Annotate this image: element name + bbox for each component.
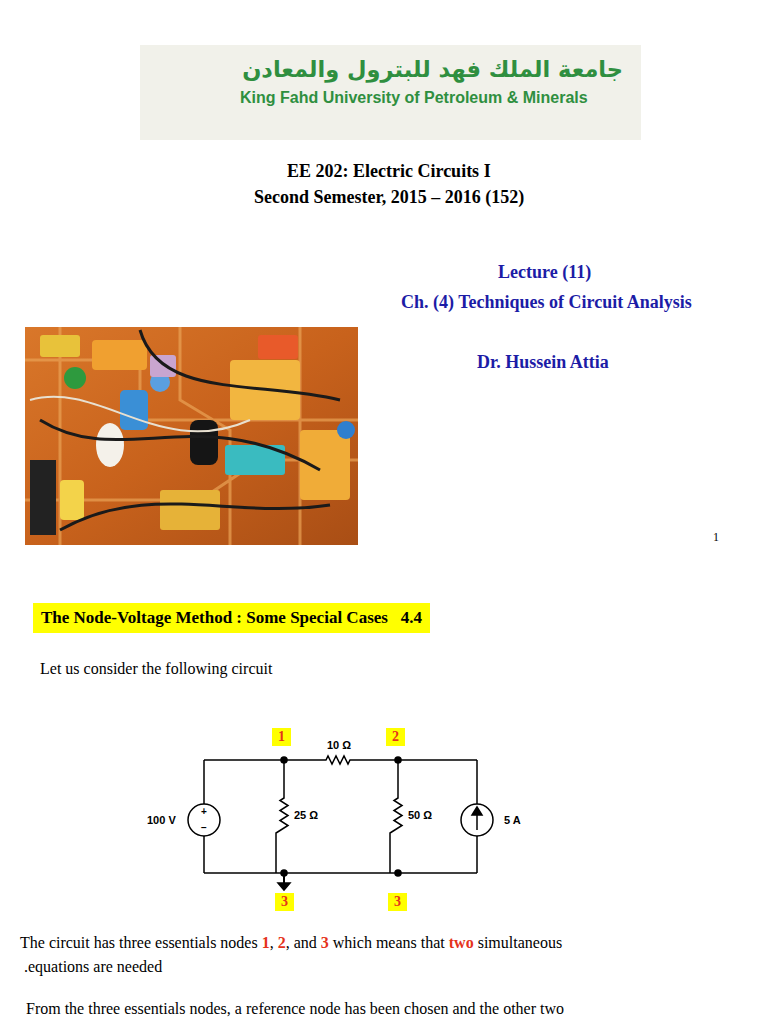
source-value: 100 V — [147, 814, 176, 827]
voltage-source-symbol — [188, 804, 220, 836]
highlighted-word: two — [449, 934, 474, 951]
reference-arrow-head — [278, 883, 290, 890]
circuit-board-photo-part — [300, 430, 350, 500]
junction-dot — [281, 757, 287, 763]
circuit-board-photo-part — [30, 397, 250, 432]
course-title: EE 202: Electric Circuits I — [287, 161, 491, 182]
body-text: .equations are needed — [24, 958, 162, 976]
lecturer-name: Dr. Hussein Attia — [477, 352, 609, 373]
node-number-box: 3 — [388, 893, 407, 911]
current-arrow-head — [472, 807, 482, 815]
circuit-board-photo — [25, 327, 358, 545]
wire — [204, 756, 477, 764]
circuit-board-photo-part — [30, 460, 56, 535]
university-logo-panel: جامعة الملك فهد للبترول والمعادن King Fah… — [140, 45, 641, 140]
node-number: 3 — [394, 894, 401, 910]
circuit-board-photo-part — [96, 423, 124, 467]
circuit-board-photo-part — [92, 340, 147, 370]
page-number: 1 — [713, 531, 719, 545]
node-number: 1 — [278, 729, 285, 745]
node-number: 3 — [281, 894, 288, 910]
body-text: simultaneous — [478, 934, 562, 951]
junction-dot — [395, 870, 401, 876]
body-text: , — [270, 934, 274, 951]
current-source-symbol — [461, 804, 493, 836]
wire — [476, 760, 478, 873]
circuit-board-photo-part — [190, 420, 218, 465]
body-text: , and — [286, 934, 317, 951]
wire — [204, 872, 477, 874]
node-reference: 3 — [321, 934, 329, 951]
source-value: 5 A — [504, 814, 521, 827]
circuit-board-photo-part — [64, 367, 86, 389]
resistor-value: 25 Ω — [294, 809, 318, 822]
circuit-board-photo-part — [25, 327, 358, 545]
semester-line: Second Semester, 2015 – 2016 (152) — [254, 187, 524, 208]
circuit-board-photo-part — [150, 355, 176, 377]
body-text: Let us consider the following circuit — [40, 660, 272, 678]
circuit-board-photo-part — [160, 490, 220, 530]
body-text: which means that — [333, 934, 445, 951]
paragraph: The circuit has three essentials nodes1,… — [20, 934, 562, 952]
node-number-box: 1 — [272, 728, 291, 746]
polarity-sign: − — [201, 822, 207, 834]
body-text: The circuit has three essentials nodes — [20, 934, 258, 951]
lecture-number: Lecture (11) — [498, 262, 591, 283]
node-number-box: 2 — [386, 728, 405, 746]
resistor-value: 50 Ω — [408, 809, 432, 822]
circuit-board-photo-part — [40, 330, 340, 530]
circuit-board-photo-part — [60, 480, 84, 520]
polarity-sign: + — [201, 806, 207, 818]
circuit-board-photo-part — [120, 390, 148, 430]
circuit-board-photo-part — [258, 335, 298, 359]
circuit-board-photo-part — [337, 421, 355, 439]
junction-dot — [395, 757, 401, 763]
resistor-value: 10 Ω — [327, 739, 351, 752]
chapter-title: Ch. (4) Techniques of Circuit Analysis — [401, 292, 692, 313]
university-name-english: King Fahd University of Petroleum & Mine… — [240, 89, 588, 107]
section-heading-band: The Node-Voltage Method : Some Special C… — [33, 603, 430, 633]
university-name-arabic: جامعة الملك فهد للبترول والمعادن — [242, 57, 623, 83]
node-number: 2 — [392, 729, 399, 745]
resistor-symbol — [276, 760, 288, 873]
circuit-board-photo-part — [40, 335, 80, 357]
circuit-schematic — [188, 756, 493, 890]
node-reference: 1 — [262, 934, 270, 951]
section-heading: The Node-Voltage Method : Some Special C… — [41, 608, 422, 628]
circuit-board-photo-part — [25, 327, 358, 545]
node-number-box: 3 — [275, 893, 294, 911]
resistor-symbol — [390, 760, 402, 873]
body-text: From the three essentials nodes, a refer… — [26, 1000, 564, 1018]
node-reference: 2 — [278, 934, 286, 951]
